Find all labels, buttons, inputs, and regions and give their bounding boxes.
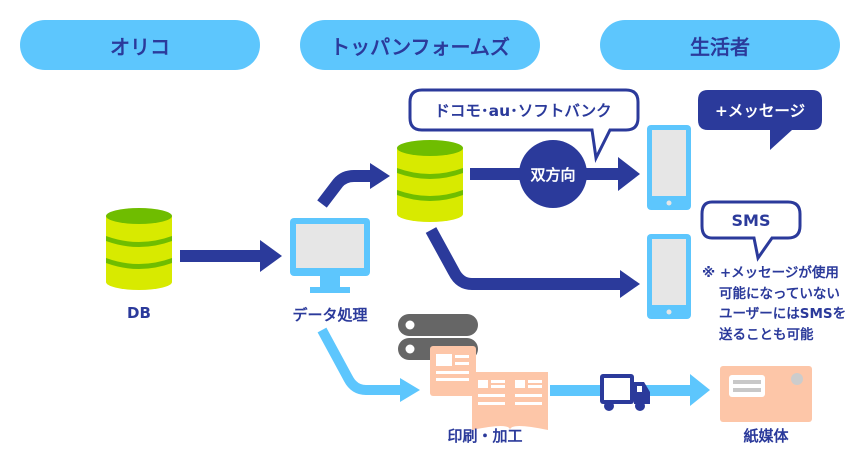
sms-speech-bubble — [700, 200, 802, 262]
db-label: DB — [127, 304, 151, 322]
column-header-toppan-forms: トッパンフォームズ — [300, 20, 540, 70]
smartphone-bottom-icon — [647, 234, 691, 319]
sms-text: SMS — [731, 210, 771, 230]
sms-fallback-note: ※ +メッセージが使用 可能になっていない ユーザーにはSMSを 送ることも可能 — [702, 263, 846, 345]
computer-monitor-icon — [290, 218, 370, 293]
arrow-processing-to-carrier-db — [317, 163, 390, 208]
note-line: 送ることも可能 — [719, 326, 814, 343]
arrow-processing-to-printing — [317, 327, 420, 402]
note-line: +メッセージが使用 — [719, 265, 839, 281]
arrow-db-to-processing — [180, 240, 282, 272]
plus-message-speech-bubble — [698, 90, 822, 150]
arrow-carrier-db-to-phone-bottom — [425, 227, 640, 298]
carriers-text: ドコモ･au･ソフトバンク — [434, 102, 612, 120]
plus-message-text: +メッセージ — [714, 102, 806, 120]
column-header-consumer: 生活者 — [600, 20, 840, 70]
bidirectional-badge — [519, 140, 587, 208]
note-mark: ※ — [702, 265, 716, 281]
carriers-speech-bubble — [408, 88, 640, 163]
printing-label: 印刷・加工 — [447, 427, 523, 445]
carrier-database-icon — [397, 140, 463, 222]
postcard-icon — [720, 366, 812, 422]
paper-media-label: 紙媒体 — [743, 427, 789, 445]
bidirectional-text: 双方向 — [530, 165, 576, 184]
database-icon — [106, 208, 172, 290]
printer-icon — [398, 314, 548, 430]
processing-label: データ処理 — [292, 306, 368, 324]
note-line: 可能になっていない — [719, 285, 840, 302]
truck-icon — [600, 374, 650, 411]
note-line: ユーザーにはSMSを — [719, 306, 847, 322]
smartphone-top-icon — [647, 125, 691, 210]
column-header-orico: オリコ — [20, 20, 260, 70]
